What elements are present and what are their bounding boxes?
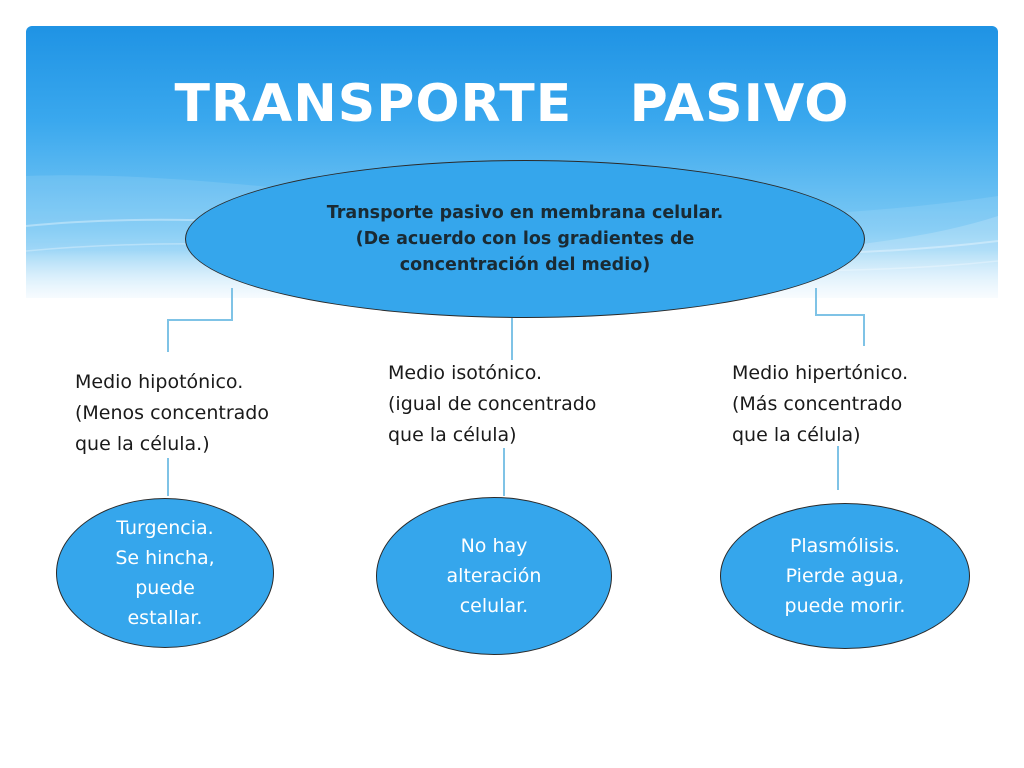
result-node-hipotonico: Turgencia. Se hincha, puede estallar.: [56, 498, 274, 648]
main-node-line: concentración del medio): [399, 255, 651, 275]
label-line: Medio hipotónico.: [75, 371, 244, 393]
label-line: que la célula.): [75, 433, 210, 455]
label-isotonico: Medio isotónico. (igual de concentrado q…: [388, 358, 596, 451]
label-line: (Más concentrado: [732, 393, 903, 415]
main-node-line: Transporte pasivo en membrana celular.: [326, 203, 724, 223]
connector-right: [815, 288, 865, 346]
result-node-isotonico: No hay alteración celular.: [376, 497, 612, 655]
label-line: que la célula): [388, 424, 517, 446]
label-hipotonico: Medio hipotónico. (Menos concentrado que…: [75, 367, 269, 460]
result-text: Plasmólisis. Pierde agua, puede morir.: [785, 531, 906, 621]
result-line: Turgencia.: [116, 517, 214, 539]
main-node-line: (De acuerdo con los gradientes de: [355, 229, 695, 249]
result-line: puede: [135, 577, 195, 599]
result-line: puede morir.: [784, 595, 906, 617]
result-text: Turgencia. Se hincha, puede estallar.: [115, 513, 214, 633]
result-line: Se hincha,: [115, 547, 215, 569]
label-line: que la célula): [732, 424, 861, 446]
result-line: celular.: [459, 595, 529, 617]
label-line: (igual de concentrado: [388, 393, 597, 415]
label-line: Medio hipertónico.: [732, 362, 909, 384]
main-node-text: Transporte pasivo en membrana celular. (…: [265, 200, 785, 278]
label-line: (Menos concentrado: [75, 402, 269, 424]
result-line: Plasmólisis.: [789, 535, 901, 557]
result-line: estallar.: [127, 607, 203, 629]
main-node: Transporte pasivo en membrana celular. (…: [185, 160, 865, 318]
page-title: TRANSPORTE PASIVO: [174, 74, 850, 134]
label-hipertonico: Medio hipertónico. (Más concentrado que …: [732, 358, 908, 451]
result-node-hipertonico: Plasmólisis. Pierde agua, puede morir.: [720, 503, 970, 649]
connector-left: [167, 288, 233, 352]
result-line: Pierde agua,: [785, 565, 905, 587]
result-text: No hay alteración celular.: [447, 531, 542, 621]
result-line: alteración: [446, 565, 542, 587]
label-line: Medio isotónico.: [388, 362, 543, 384]
result-line: No hay: [460, 535, 528, 557]
